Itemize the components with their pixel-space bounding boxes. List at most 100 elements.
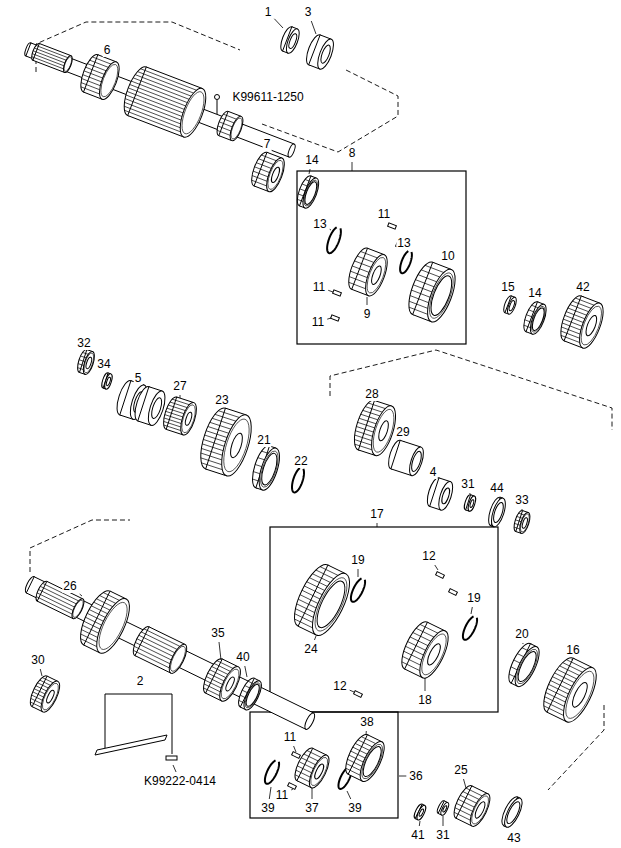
gear-tooth [547,688,567,698]
gear-tooth [94,602,110,610]
spline-tooth [33,51,65,63]
synchronizer-ring [235,676,265,712]
sleeve-tooth [298,599,316,608]
gear-tooth [254,167,269,173]
gear-cluster-tooth [124,102,180,124]
hub-tooth [361,251,378,257]
sleeve-tooth [300,595,318,604]
sleeve-face [309,573,354,635]
nut-tooth [515,520,521,522]
washer-face [506,296,519,315]
bearing-tooth [460,795,476,803]
synchronizer-ring-tooth [245,686,250,689]
hub-face [313,763,325,780]
hub-tooth [352,266,369,272]
gear-face [45,689,55,703]
gear-cluster-tooth [127,91,183,113]
shift-key [292,752,301,759]
callout-number: 44 [489,481,504,495]
leader-line [471,607,472,614]
sleeve-tooth [295,619,313,628]
shift-key [436,572,445,579]
sleeve-tooth [320,567,338,576]
gear-face [179,403,198,434]
washer-face [103,373,113,390]
gear-tooth [356,426,373,432]
gear-tooth [557,669,577,679]
gear-tooth [261,155,276,161]
bearing-tooth [456,803,472,811]
spline-tooth [36,597,72,615]
synchronizer-ring-tooth [511,667,517,670]
synchronizer-ring-tooth [240,695,245,698]
leader-line [435,565,438,570]
washer-face [501,796,525,830]
shift-key [331,315,340,321]
callout-number: 25 [453,763,468,777]
gear-tooth [568,308,587,315]
gear-tooth [550,680,570,690]
gear-tooth [84,71,103,78]
bearing-tooth [466,788,482,796]
sleeve [287,560,357,641]
spline-face [167,644,188,673]
nut-tooth [83,352,89,354]
callout-number: 11 [311,315,325,329]
gear-tooth [83,75,102,82]
bearing-face [314,37,336,71]
synchronizer-ring [504,640,544,690]
synchronizer-ring [294,174,322,210]
gear-tooth [570,305,589,312]
leader-line [330,229,331,231]
synchronizer-ring-tooth [524,325,531,328]
callout-number: 3 [304,5,313,19]
synchronizer-ring-face [510,643,544,689]
bearing-face [284,27,302,55]
nut-face [519,513,531,533]
shift-key [333,290,342,296]
gear-tooth [563,663,583,673]
gear-tooth [204,684,220,692]
gear-tooth [368,403,385,409]
gear-tooth [81,630,97,638]
leader-line [294,746,296,752]
callout-number: 42 [575,280,590,294]
snap-ring [327,227,341,253]
leader-lines [40,19,583,826]
gear-tooth [81,634,97,642]
shaft [23,575,316,730]
callout-number: 26 [62,579,77,593]
nut-tooth [517,516,523,518]
gear-tooth [561,335,580,342]
spline-tooth [135,642,171,660]
leader-line [366,731,367,735]
bearing [450,783,494,829]
synchronizer-ring-tooth [255,464,262,466]
gear-cluster-tooth [133,78,189,100]
bearing-face [466,791,493,829]
gear-face [219,416,255,474]
gear-face [93,599,132,654]
spline-face [70,597,87,620]
sleeve-tooth [425,265,444,272]
bearing-tooth [463,792,479,800]
gear-tooth [565,315,584,322]
collar-face [229,117,245,141]
gear-tooth [208,673,224,681]
hub-face [425,642,443,667]
callout-number: 19 [350,553,365,567]
spline-tooth [141,632,177,650]
synchronizer-ring-face [300,176,322,210]
gear-tooth [90,60,109,67]
gear-tooth [365,407,382,413]
spline-tooth [139,635,175,653]
gear-tooth [552,677,572,687]
idler-pin [95,735,167,755]
callout-number: 13 [312,217,327,231]
nut-tooth [78,368,84,370]
leader-line [274,19,283,28]
nut-face [85,357,93,370]
sleeve [403,259,461,326]
callout-number: 28 [364,387,379,401]
gear-face [557,663,603,726]
